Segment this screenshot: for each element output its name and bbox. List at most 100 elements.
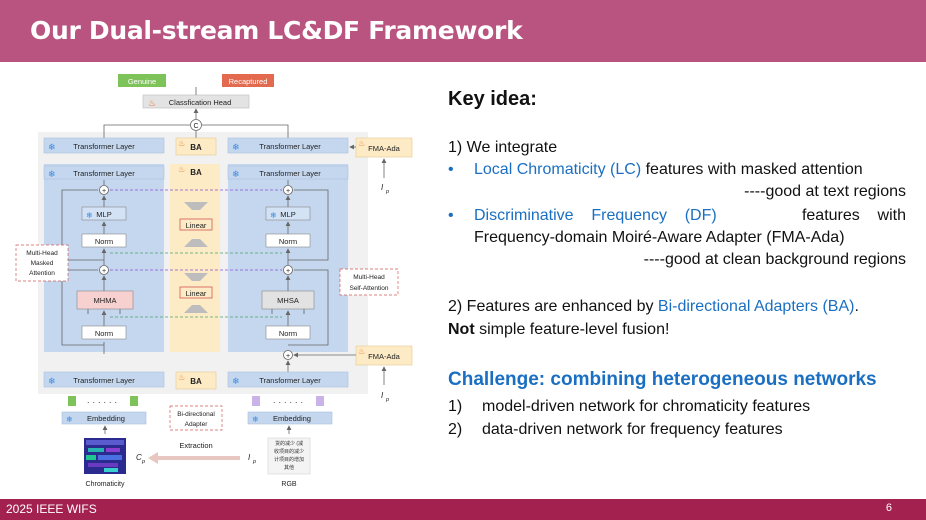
- challenge-1-text: model-driven network for chromaticity fe…: [482, 398, 811, 415]
- svg-text:Norm: Norm: [95, 237, 113, 246]
- mhsa-callout: [339, 268, 399, 296]
- challenge-1-num: 1): [448, 398, 463, 415]
- bullet-icon: •: [448, 161, 454, 178]
- fma-ada-bottom-label: FMA-Ada: [368, 352, 401, 361]
- svg-text:p: p: [385, 189, 389, 195]
- svg-text:BA: BA: [190, 377, 202, 386]
- key-idea-heading: Key idea:: [448, 88, 537, 110]
- df-note: ----good at clean background regions: [643, 251, 906, 268]
- ba-bottom: [175, 371, 217, 390]
- ba-linear-1: [179, 218, 213, 231]
- svg-text:收项目的减少: 收项目的减少: [274, 448, 304, 455]
- point-2: 2) Features are enhanced by Bi-direction…: [448, 298, 859, 315]
- df-embedding: [247, 411, 333, 425]
- lc-add-mid: [99, 265, 109, 275]
- svg-text:RGB: RGB: [281, 481, 297, 488]
- svg-text:其他: 其他: [284, 464, 294, 471]
- ba-linear-2: [179, 286, 213, 299]
- svg-text:· · · · · ·: · · · · · ·: [273, 397, 304, 407]
- lc-add-top: [99, 185, 109, 195]
- lc-transformer-layer-bottom: [43, 371, 165, 388]
- svg-text:MHSA: MHSA: [277, 296, 299, 305]
- ba-column: [170, 164, 220, 352]
- svg-text:Transformer Layer: Transformer Layer: [259, 376, 321, 385]
- ba-legend: [169, 405, 223, 431]
- challenge-2-text: data-driven network for frequency featur…: [482, 421, 783, 438]
- svg-text:Extraction: Extraction: [179, 441, 212, 450]
- concat-label: C: [193, 123, 198, 130]
- svg-text:Norm: Norm: [95, 329, 113, 338]
- svg-text:C: C: [136, 453, 142, 462]
- token: [252, 396, 260, 406]
- chromaticity-image: [84, 438, 126, 474]
- df-add-top: [283, 185, 293, 195]
- df-line2: Frequency-domain Moiré-Aware Adapter (FM…: [474, 229, 845, 246]
- df-add-bottom: [283, 350, 293, 360]
- svg-text:Masked: Masked: [31, 260, 54, 267]
- challenge-2-num: 2): [448, 421, 463, 438]
- lc-transformer-layer: [43, 165, 165, 180]
- snowflake-icon: ❄: [252, 415, 259, 424]
- token: [130, 396, 138, 406]
- svg-text:p: p: [385, 397, 389, 403]
- df-transformer-layer-top-label: Transformer Layer: [259, 142, 321, 151]
- svg-text:Embedding: Embedding: [273, 414, 311, 423]
- lc-term: Local Chromaticity (LC): [474, 161, 642, 178]
- lc-embedding: [61, 411, 147, 425]
- svg-text:Multi-Head: Multi-Head: [26, 250, 58, 257]
- df-transformer-layer-label: Transformer Layer: [259, 169, 321, 178]
- snowflake-icon: ❄: [86, 211, 93, 220]
- svg-text:Linear: Linear: [186, 221, 207, 230]
- fire-icon: ♨: [358, 139, 365, 148]
- svg-text:Norm: Norm: [279, 237, 297, 246]
- ba-term: Bi-directional Adapters (BA): [657, 298, 855, 315]
- df-add-mid: [283, 265, 293, 275]
- snowflake-icon: ❄: [66, 415, 73, 424]
- lc-transformer-layer-top: [43, 137, 165, 154]
- fire-icon: ♨: [178, 165, 185, 174]
- svg-text:Self-Attention: Self-Attention: [349, 285, 388, 292]
- svg-text:Norm: Norm: [279, 329, 297, 338]
- svg-text:货的减少 (减: 货的减少 (减: [275, 440, 303, 447]
- svg-text:Chromaticity: Chromaticity: [86, 481, 125, 488]
- bullet-icon: •: [448, 207, 454, 224]
- snowflake-icon: ❄: [232, 142, 240, 152]
- genuine-box: [118, 74, 166, 87]
- ba-up-proj-2: [184, 305, 208, 313]
- ba-up-proj: [184, 239, 208, 247]
- ba-down-proj: [184, 202, 208, 210]
- snowflake-icon: ❄: [48, 376, 56, 386]
- mhma-callout: [15, 244, 69, 282]
- df-term: Discriminative Frequency (DF): [474, 207, 717, 224]
- svg-text:I: I: [248, 453, 251, 462]
- lc-mhma: [76, 290, 134, 310]
- footer-conference: 2025 IEEE WIFS: [6, 502, 97, 516]
- svg-text:Bi-directional: Bi-directional: [177, 411, 215, 418]
- snowflake-icon: ❄: [48, 142, 56, 152]
- recaptured-label: Recaptured: [229, 77, 268, 86]
- svg-text:p: p: [252, 459, 256, 465]
- ba-top: [175, 137, 217, 156]
- svg-text:p: p: [141, 459, 145, 465]
- fma-ada-bottom: [355, 345, 413, 366]
- svg-text:计项目的增加: 计项目的增加: [274, 456, 304, 463]
- df-rest: features with: [801, 207, 906, 224]
- ba-top-label: BA: [190, 143, 202, 152]
- lc-transformer-layer-top-label: Transformer Layer: [73, 142, 135, 151]
- genuine-label: Genuine: [128, 77, 156, 86]
- svg-text:· · · · · ·: · · · · · ·: [87, 397, 118, 407]
- title-bar: Our Dual-stream LC&DF Framework: [0, 0, 926, 62]
- snowflake-icon: ❄: [232, 169, 240, 179]
- fire-icon: ♨: [178, 373, 185, 382]
- footer-bar: 2025 IEEE WIFS 6: [0, 499, 926, 520]
- concat-node: [190, 119, 202, 131]
- lc-note: ----good at text regions: [744, 183, 906, 200]
- fire-icon: ♨: [358, 347, 365, 356]
- svg-text:Adapter: Adapter: [185, 421, 209, 428]
- ba-inner-label: BA: [190, 168, 202, 177]
- snowflake-icon: ❄: [48, 169, 56, 179]
- svg-text:Multi-Head: Multi-Head: [353, 274, 385, 281]
- df-transformer-layer-top: [227, 137, 349, 154]
- svg-text:+: +: [286, 188, 290, 195]
- point-3: Not simple feature-level fusion!: [448, 321, 670, 338]
